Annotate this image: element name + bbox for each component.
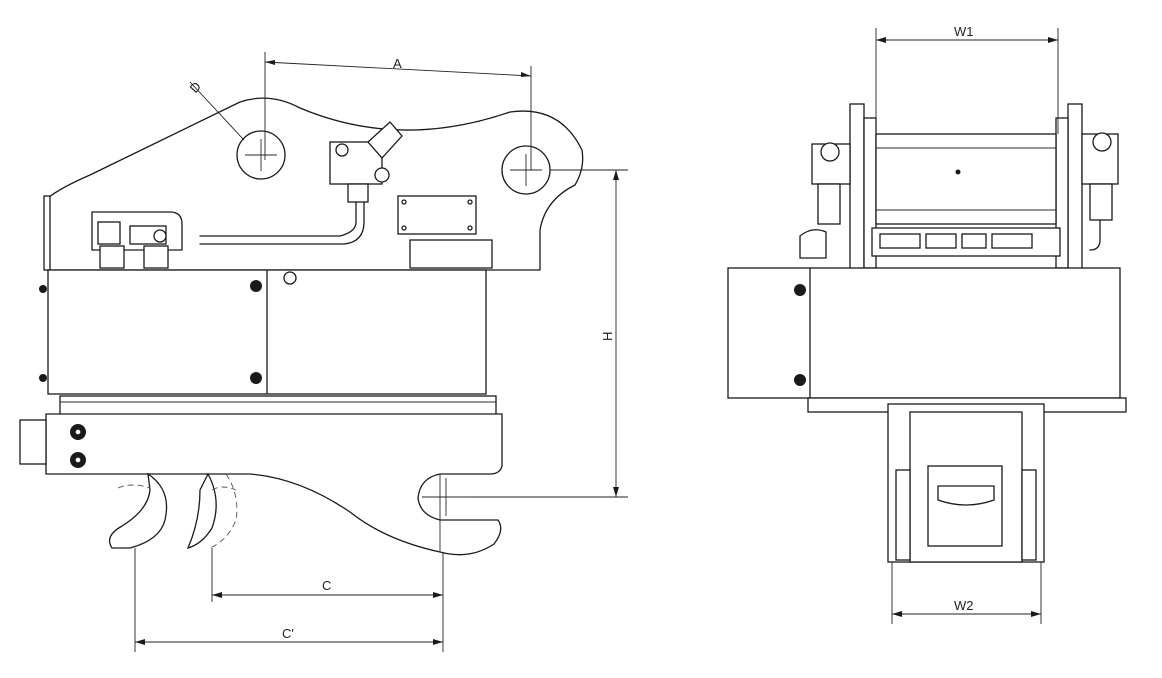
dim-label-w2: W2 <box>954 598 974 613</box>
side-view <box>19 97 584 556</box>
dim-label-c-prime: C' <box>282 626 294 641</box>
dim-label-c: C <box>322 578 331 593</box>
side-plate-left <box>849 103 865 273</box>
name-plate <box>397 195 477 235</box>
jaw <box>108 472 168 549</box>
dim-label-d: D <box>187 79 204 96</box>
dim-label-a: A <box>393 56 402 71</box>
top-plate <box>47 97 584 271</box>
side-plate-right <box>1067 103 1083 273</box>
drum <box>875 133 1057 225</box>
front-body <box>727 267 1121 399</box>
front-view <box>727 103 1127 563</box>
lower-rail <box>59 395 497 417</box>
front-dimensions <box>875 28 1059 624</box>
dim-label-h: H <box>600 332 615 341</box>
side-dimensions <box>134 52 628 652</box>
angled-fitting <box>367 121 403 159</box>
dim-label-w1: W1 <box>954 24 974 39</box>
